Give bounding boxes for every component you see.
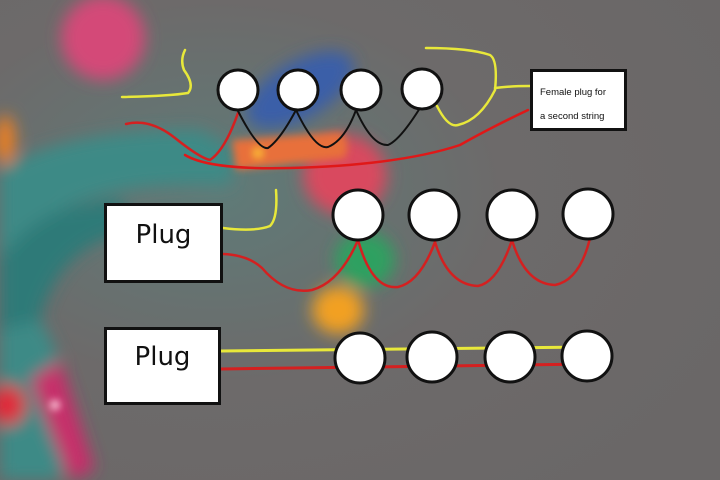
bulb (276, 68, 320, 112)
bottom-string (220, 329, 614, 385)
bulb (339, 68, 383, 112)
magenta-bulb-blur (30, 360, 95, 480)
orange-bulb-filament (253, 148, 263, 158)
female-plug-text-line2: a second string (540, 111, 605, 122)
female-plug-label: Female plug for a second string (530, 69, 627, 131)
top-hot-wire-left (120, 48, 192, 99)
top-neutral-wire-left (124, 111, 240, 162)
plug-box-bottom: Plug (104, 327, 221, 405)
top-string (120, 46, 532, 170)
pink-bulb-blur (61, 0, 145, 80)
magenta-bulb-glow (50, 400, 60, 410)
female-plug-text-line1: Female plug for (540, 87, 607, 98)
orange-bulb-glass (232, 132, 348, 170)
bulb (400, 67, 444, 111)
bulb (561, 187, 615, 241)
bulb (483, 330, 537, 384)
top-link-wires (237, 107, 421, 150)
bulb (407, 188, 461, 242)
middle-hot-wire (221, 188, 278, 231)
bulb (485, 188, 539, 242)
orange-glow-left (0, 115, 15, 165)
bulb (216, 68, 260, 112)
top-hot-wire-to-box (493, 84, 532, 90)
top-neutral-wire-return (183, 108, 530, 170)
bulb (331, 188, 385, 242)
red-bulb-bottom-left (0, 385, 26, 425)
bulb (405, 330, 459, 384)
plug-label: Plug (135, 220, 192, 250)
middle-link-wires (356, 235, 592, 289)
middle-neutral-wire (221, 238, 360, 292)
yellow-bulb-blur (312, 286, 364, 334)
plug-label: Plug (134, 342, 191, 372)
plug-box-middle: Plug (104, 203, 223, 283)
top-hot-wire-right (424, 46, 498, 127)
bulb (333, 331, 387, 385)
middle-string (221, 187, 615, 292)
bulb (560, 329, 614, 383)
